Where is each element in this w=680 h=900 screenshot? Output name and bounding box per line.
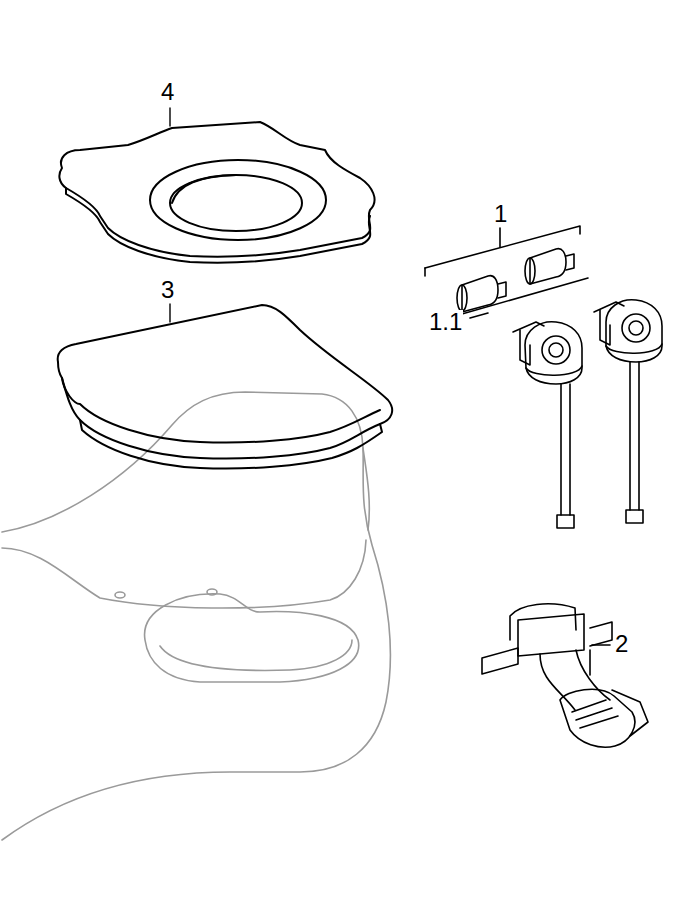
callout-number: 1.1: [428, 310, 463, 334]
callout-number: 4: [160, 80, 175, 104]
seat-lid: [58, 305, 392, 469]
fixing-set: [425, 226, 662, 528]
drain-connector: [482, 604, 648, 747]
toilet-bowl: [2, 392, 390, 840]
seat-ring: [59, 122, 374, 263]
callout-number: 3: [160, 278, 175, 302]
callout-number: 2: [614, 632, 629, 656]
callout-number: 1: [493, 202, 508, 226]
